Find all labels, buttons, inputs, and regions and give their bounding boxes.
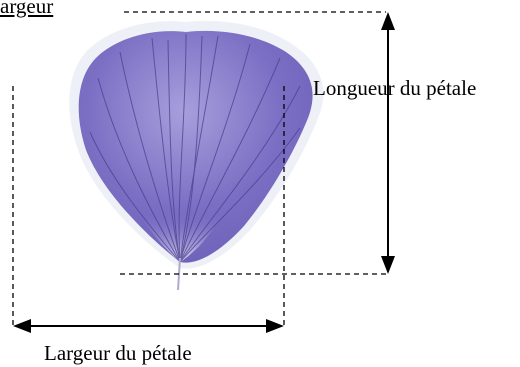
width-label: Largeur du pétale	[44, 341, 192, 365]
length-label: Longueur du pétale	[313, 76, 476, 100]
width-arrow	[13, 319, 284, 333]
heading-fragment: argeur	[0, 0, 53, 18]
length-arrow	[381, 12, 395, 274]
